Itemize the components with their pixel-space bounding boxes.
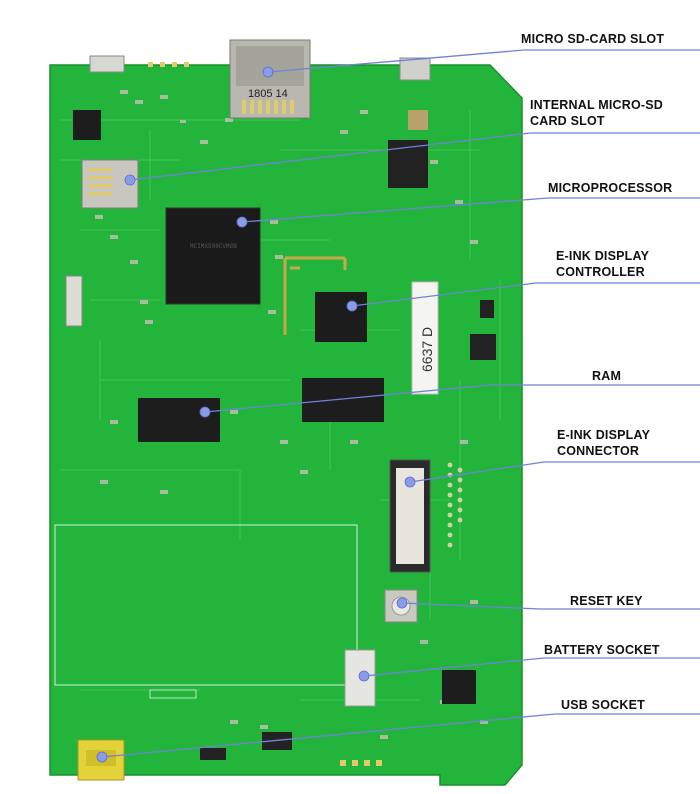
battery-area-outline — [54, 524, 358, 686]
serial-sticker: 6637 D — [411, 281, 439, 395]
label-line: INTERNAL MICRO-SD — [530, 98, 664, 112]
label-line: MICROPROCESSOR — [548, 181, 673, 195]
inductor — [480, 300, 494, 318]
micro-sd-slot: 1805 14 — [229, 39, 311, 119]
label-e-ink-display-connector: E-INK DISPLAY CONNECTOR — [557, 427, 650, 459]
label-line: CONTROLLER — [556, 265, 645, 279]
label-micro-sd-card-slot: MICRO SD-CARD SLOT — [521, 31, 664, 47]
label-line: E-INK DISPLAY — [557, 428, 651, 442]
callout-dot — [96, 751, 108, 763]
label-ram: RAM — [592, 368, 621, 384]
callout-dot — [358, 670, 370, 682]
label-line: E-INK DISPLAY — [556, 249, 650, 263]
callout-dot — [199, 406, 211, 418]
callout-dot — [236, 216, 248, 228]
small-chip — [73, 110, 101, 140]
callout-dot — [346, 300, 358, 312]
callout-line-internal-sd — [129, 132, 531, 181]
callout-line-micro-sd — [267, 49, 525, 73]
callout-dot — [404, 476, 416, 488]
callout-dot — [124, 174, 136, 186]
top-connector — [89, 55, 125, 73]
callout-line-display-connector — [409, 461, 545, 483]
callout-line-reset — [401, 602, 541, 610]
label-microprocessor: MICROPROCESSOR — [548, 180, 672, 196]
callout-lines — [101, 49, 700, 758]
label-line: BATTERY SOCKET — [544, 643, 660, 657]
tactile-part — [408, 110, 428, 130]
gold-trace-outline — [283, 256, 347, 335]
sticker-code: 6637 D — [419, 327, 435, 372]
bottom-pads — [340, 760, 382, 766]
sensor-chip — [388, 140, 428, 188]
ram-chip — [138, 398, 220, 442]
sd-slot-code: 1805 14 — [248, 88, 288, 100]
label-usb-socket: USB SOCKET — [561, 697, 645, 713]
label-line: CARD SLOT — [530, 114, 605, 128]
callout-dots — [96, 66, 416, 763]
callout-line-microprocessor — [241, 197, 549, 223]
top-right-connector — [399, 57, 431, 81]
label-line: USB SOCKET — [561, 698, 645, 712]
label-internal-micro-sd-card-slot: INTERNAL MICRO-SD CARD SLOT — [530, 97, 663, 129]
passive-components — [90, 90, 488, 739]
inductor — [470, 334, 496, 360]
callout-line-ram — [204, 384, 491, 413]
silkscreen-mark — [149, 689, 197, 699]
callout-line-usb — [101, 713, 556, 758]
label-line: RESET KEY — [570, 594, 643, 608]
side-connector — [65, 275, 83, 327]
callout-line-battery — [363, 657, 545, 677]
label-line: RAM — [592, 369, 622, 383]
svg-text:MCIMX508CVM8B: MCIMX508CVM8B — [190, 243, 237, 250]
label-line: MICRO SD-CARD SLOT — [521, 32, 665, 46]
label-battery-socket: BATTERY SOCKET — [544, 642, 660, 658]
callout-line-display-controller — [351, 282, 537, 307]
e-ink-controller-chip — [315, 292, 367, 342]
power-chip — [442, 670, 476, 704]
ram-chip — [302, 378, 384, 422]
callout-dot — [262, 66, 274, 78]
label-e-ink-display-controller: E-INK DISPLAY CONTROLLER — [556, 248, 649, 280]
label-reset-key: RESET KEY — [570, 593, 643, 609]
internal-micro-sd-slot — [81, 159, 139, 209]
header-pins — [148, 62, 189, 67]
label-line: CONNECTOR — [557, 444, 640, 458]
callout-dot — [396, 597, 408, 609]
